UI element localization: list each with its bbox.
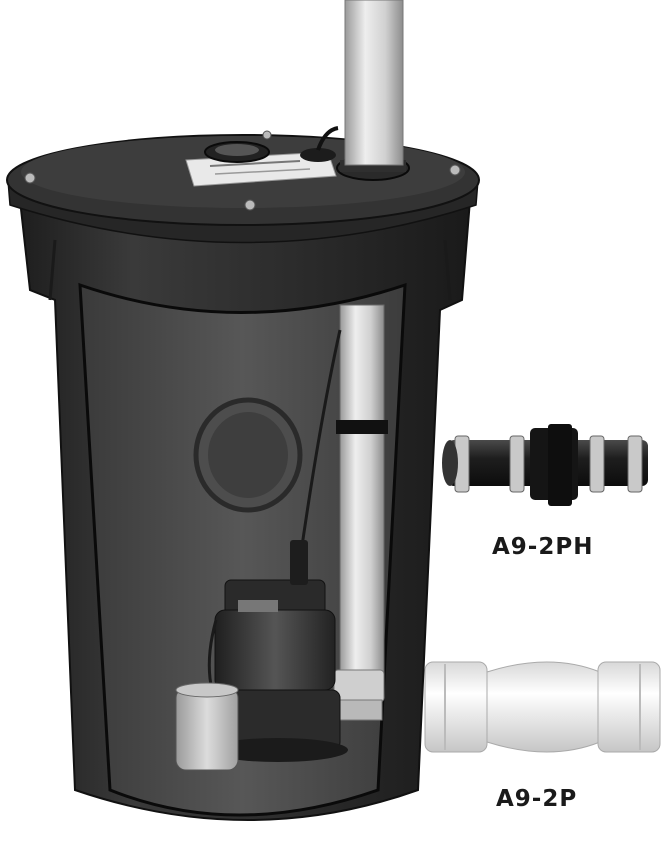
check-valve-a9-2ph — [442, 424, 648, 506]
discharge-pipe-inner — [333, 304, 388, 721]
lid-bolt — [449, 164, 461, 176]
lid-bolt — [244, 199, 256, 211]
sewage-pump — [208, 540, 348, 762]
discharge-pipe-upper — [344, 0, 404, 166]
pump-power-cord — [298, 329, 342, 561]
basin-lid — [6, 126, 480, 226]
float-switch — [175, 619, 239, 771]
cord-grommet — [300, 148, 336, 162]
check-valve-a9-2p — [424, 661, 661, 753]
lid-bolt — [262, 130, 272, 140]
product-code-label: A9-2PH — [492, 534, 594, 560]
lid-bolt — [24, 172, 36, 184]
product-code-label: A9-2P — [496, 786, 578, 812]
